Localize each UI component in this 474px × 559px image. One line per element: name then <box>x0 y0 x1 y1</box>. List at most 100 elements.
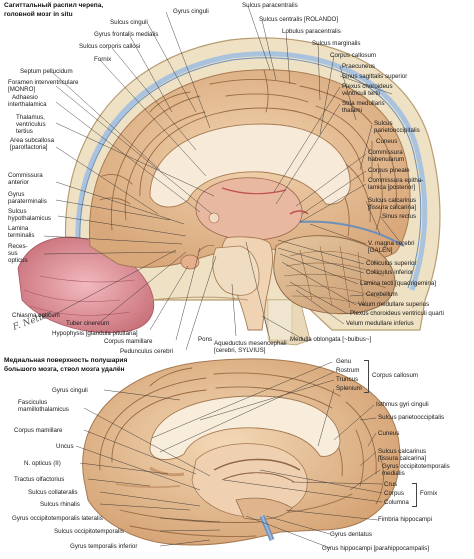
label-tertius: tertius <box>16 128 33 135</box>
label-parolfactoria: [parolfactoria] <box>10 144 48 151</box>
label-chiasma-opticum: Chiasma opticum <box>12 312 60 319</box>
pituitary <box>180 254 200 270</box>
label-genu: Genu <box>336 358 352 365</box>
label-praecuneus: Praecuneus <box>342 63 376 70</box>
label-corpus-mamillare-top: Corpus mamillare <box>104 338 153 345</box>
corpus-callosum-cut <box>149 395 341 460</box>
label-fornix-corpus: Corpus <box>384 490 404 497</box>
label-gyrus-paraterminalis-2: paraterminalis <box>8 198 47 205</box>
label-splenium: Splenium <box>336 385 362 392</box>
label-cerebellum: Cerebellum <box>366 291 398 298</box>
label-pedunculus-cerebri: Pedunculus cerebri <box>120 348 173 355</box>
label-sulcus-parietooccipitalis-1: Sulcus <box>374 120 393 127</box>
label-sulcus-corporis-callosi: Sulcus corporis callosi <box>79 43 141 50</box>
label-sulcus-collateralis: Sulcus collateralis <box>28 489 78 496</box>
label-corpus-callosum-group: Corpus callosum <box>372 372 419 379</box>
label-fornix-columna: Columna <box>384 499 409 506</box>
label-lobulus-paracentralis: Lobulus paracentralis <box>282 28 341 35</box>
label-medulla-oblongata: Medulla oblongata [~bulbus~] <box>290 336 372 343</box>
label-recessus-2: sus <box>8 250 18 257</box>
label-sinus-rectus: Sinus rectus <box>382 213 417 220</box>
label-sulcus-calcarinus-top-1: Sulcus calcarinus <box>368 197 417 204</box>
label-area-subcallosa: Area subcallosa <box>10 137 55 144</box>
label-cuneus-bottom: Cuneus <box>378 430 400 437</box>
label-truncus: Truncus <box>336 376 359 383</box>
label-lamina-terminalis-1: Lamina <box>8 225 29 232</box>
label-sulcus-paracentralis: Sulcus paracentralis <box>242 2 298 9</box>
label-septum-pellucidum: Septum pellucidum <box>20 68 73 75</box>
label-gyrus-occipitotemporalis-medialis-1: Gyrus occipitotemporalis <box>382 463 450 470</box>
label-sulcus-rhinalis: Sulcus rhinalis <box>40 501 80 508</box>
label-commissura-epithalamica-2: lamica [posterior] <box>368 184 416 191</box>
label-plexus-choroideus-ventriculi-quarti: Plexus choroideus ventriculi quarti <box>350 310 444 317</box>
top-title-line1: Сагиттальный распил черепа, <box>4 2 104 9</box>
label-sulcus-cinguli: Sulcus cinguli <box>110 19 148 26</box>
label-commissura-habenularum-2: habenularum <box>368 156 405 163</box>
label-fasciculus-1: Fasciculus <box>18 399 48 406</box>
label-velum-medullare-superius: Velum medullare superius <box>358 301 430 308</box>
label-sulcus-hypothalamicus-1: Sulcus <box>8 208 27 215</box>
label-fimbria-hippocampi: Fimbria hippocampi <box>378 516 432 523</box>
label-tuber-cinereum: Tuber cinereum <box>66 320 110 327</box>
label-v-magna-cerebri-2: [GALEN] <box>368 247 393 254</box>
label-v-magna-cerebri-1: V. magna cerebri <box>368 240 415 247</box>
label-sulcus-marginalis: Sulcus marginalis <box>312 40 361 47</box>
fornix-bracket <box>412 483 417 507</box>
label-gyrus-cinguli-top: Gyrus cinguli <box>173 8 209 15</box>
label-uncus: Uncus <box>56 443 74 450</box>
label-sulcus-centralis: Sulcus centralis [ROLANDO] <box>259 16 339 23</box>
thalamus <box>195 177 303 241</box>
fornix <box>213 458 301 471</box>
label-monro: [MONRO] <box>8 86 36 93</box>
label-plexus-choroideus-1: Plexus choroideus <box>342 83 393 90</box>
bottom-title-line1: Медиальная поверхность полушария <box>4 357 128 364</box>
label-sinus-sagittalis-superior: Sinus sagittalis superior <box>342 73 408 80</box>
pons <box>212 245 260 296</box>
label-gyrus-frontalis-medialis: Gyrus frontalis medialis <box>94 31 159 38</box>
label-sulcus-calcarinus-top-2: [fissura calcarina] <box>368 204 417 211</box>
label-n-opticus: N. opticus (II) <box>24 460 61 467</box>
label-recessus-3: opticus <box>8 257 28 264</box>
label-colliculus-superior: Colliculus superior <box>366 260 417 267</box>
label-sulcus-calcarinus-bottom-1: Sulcus calcarinus <box>378 448 427 455</box>
label-gyrus-hippocampi: Gyrus hippocampi [parahippocampalis] <box>322 545 429 552</box>
label-fornix-crus: Crus <box>384 481 398 488</box>
label-ventriculus: ventriculus <box>16 121 46 128</box>
label-commissura-habenularum-1: Commissura <box>368 149 403 156</box>
label-thalamus: Thalamus, <box>16 114 45 121</box>
label-fornix: Fornix <box>94 56 112 63</box>
corpus-callosum-bracket <box>364 360 369 393</box>
label-isthmus-gyri-cinguli: Isthmus gyri cinguli <box>376 401 429 408</box>
label-foramen-interventriculare: Foramen interventriculare <box>8 79 79 86</box>
label-cuneus-top: Cuneus <box>376 138 398 145</box>
label-corpus-pineale: Corpus pineale <box>368 167 410 174</box>
label-pons: Pons <box>198 336 213 343</box>
label-sulcus-parietooccipitalis-bottom: Sulcus parietooccipitalis <box>378 414 445 421</box>
label-gyrus-dentatus: Gyrus dentatus <box>330 531 372 538</box>
label-colliculus-inferior: Colliculus inferior <box>366 269 414 276</box>
top-title-line2: головной мозг in situ <box>4 11 73 18</box>
label-tractus-olfactorius: Tractus olfactorius <box>14 476 65 483</box>
label-velum-medullare-inferius: Velum medullare inferius <box>346 320 414 327</box>
label-interthalamica: interthalamica <box>8 101 47 108</box>
label-gyrus-temporalis-inferior: Gyrus temporalis inferior <box>70 543 138 550</box>
label-hypophysis: Hypophysis [glandula pituitaria] <box>52 330 138 337</box>
label-plexus-choroideus-2: ventriculi tertii <box>342 90 380 97</box>
label-aqueductus-2: [cerebri, SYLVIUS] <box>214 347 266 354</box>
label-fasciculus-2: mamillothalamicus <box>18 406 69 413</box>
label-commissura-anterior-2: anterior <box>8 179 29 186</box>
label-corpus-mamillare-bottom: Corpus mamillare <box>14 427 63 434</box>
label-aqueductus-1: Aqueductus mesencephali <box>214 340 287 347</box>
bottom-title-line2: большого мозга, ствол мозга удалён <box>4 366 125 373</box>
label-fornix-group: Fornix <box>420 490 438 497</box>
label-stria-medullaris-2: thalami <box>342 107 362 114</box>
label-commissura-epithalamica-1: Commissura epitha- <box>368 177 424 184</box>
label-corpus-callosum-top: Corpus callosum <box>330 52 377 59</box>
label-gyrus-cinguli-bottom: Gyrus cinguli <box>52 387 88 394</box>
label-gyrus-paraterminalis-1: Gyrus <box>8 191 25 198</box>
label-lamina-tecti: Lamina tecti [quadrigemina] <box>360 280 437 287</box>
label-sulcus-parietooccipitalis-2: parietooccipitalis <box>374 127 420 134</box>
label-sulcus-hypothalamicus-2: hypothalamicus <box>8 215 51 222</box>
